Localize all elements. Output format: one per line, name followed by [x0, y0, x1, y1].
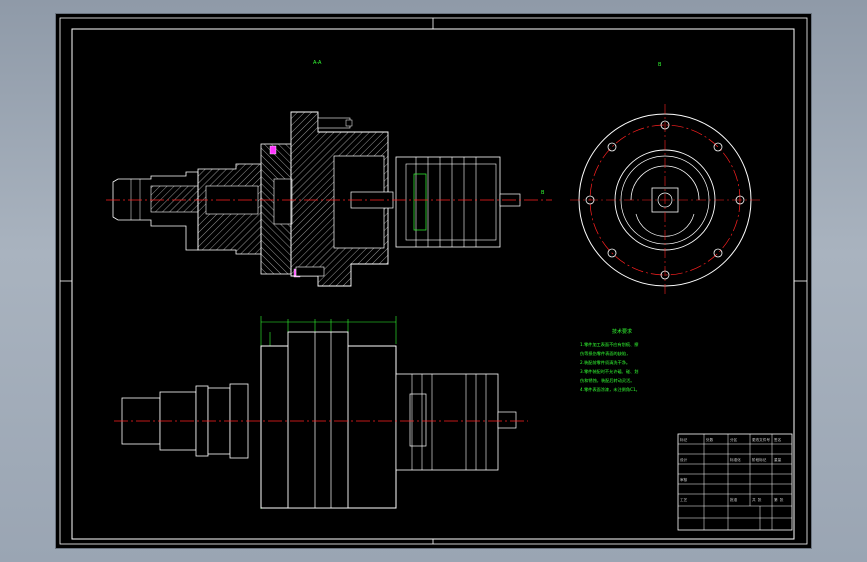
cad-drawing-canvas: A-A B B	[59, 17, 808, 545]
tail-inner-bore	[150, 185, 199, 213]
note-line: 1.零件加工表面不应有划痕、擦	[580, 341, 638, 348]
section-view-label: A-A	[313, 60, 322, 66]
tb-cell: 共 张	[752, 497, 762, 502]
note-line: 4.零件表面涂漆，未注倒角C1。	[580, 386, 640, 393]
title-block: 标记 处数 分区 更改文件号 签名 设计 标准化 阶段标记 重量 审核 工艺 批…	[677, 433, 793, 531]
drawing-sheet: A-A B B	[56, 14, 811, 548]
front-view	[114, 316, 528, 509]
tb-cell: 签名	[774, 437, 782, 442]
technical-notes: 技术要求 1.零件加工表面不应有划痕、擦 伤等损伤零件表面的缺陷， 2.装配前零…	[580, 328, 640, 393]
tb-cell: 设计	[680, 457, 688, 462]
tb-cell: 标记	[680, 437, 688, 442]
note-line: 2.装配前零件须清洗干净。	[580, 359, 630, 366]
section-view: A-A B	[106, 60, 552, 287]
end-view: B	[570, 62, 760, 296]
holder-body	[395, 156, 501, 248]
tb-cell: 重量	[774, 457, 782, 462]
tb-cell: 审核	[680, 477, 688, 482]
tb-cell: 标准化	[730, 457, 741, 462]
note-line: 伤等损伤零件表面的缺陷，	[580, 350, 630, 357]
tb-cell: 工艺	[680, 497, 688, 502]
note-line: 3.零件装配时不允许磕、碰、划	[580, 368, 638, 375]
magenta-seal-top	[269, 145, 277, 155]
tb-cell: 批准	[730, 497, 738, 502]
arrow-b-label: B	[541, 190, 545, 196]
tb-cell: 分区	[730, 437, 738, 442]
end-view-label: B	[658, 62, 662, 68]
tb-cell: 处数	[706, 437, 714, 442]
note-line: 伤和锈蚀，装配后转动灵活。	[580, 377, 634, 384]
tb-cell: 更改文件号	[752, 437, 770, 442]
notes-title: 技术要求	[612, 328, 632, 335]
tb-cell: 阶段标记	[752, 457, 767, 462]
tb-cell: 第 张	[774, 497, 784, 502]
front-holder	[395, 373, 499, 471]
bolt-holes	[585, 120, 745, 280]
